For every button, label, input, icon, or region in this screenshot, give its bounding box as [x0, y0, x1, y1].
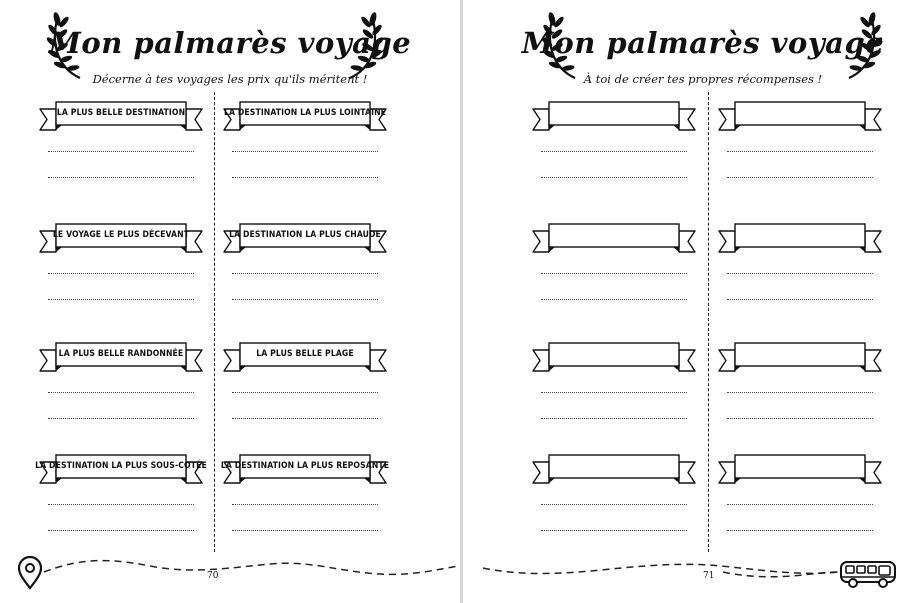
award-title: LA PLUS BELLE RANDONNÉE	[58, 349, 184, 359]
right-page: Mon palmarès voyage À toi de créer tes p…	[463, 0, 923, 603]
answer-line[interactable]	[232, 530, 378, 531]
award-banner	[223, 223, 387, 253]
page-title: Mon palmarès voyage	[521, 26, 885, 60]
page-subtitle: Décerne à tes voyages les prix qu'ils mé…	[92, 72, 368, 86]
answer-line[interactable]	[727, 299, 873, 300]
award-block	[531, 222, 697, 322]
answer-line[interactable]	[727, 504, 873, 505]
award-title: LA DESTINATION LA PLUS CHAUDE	[229, 230, 381, 240]
award-title	[549, 102, 679, 125]
dashed-path	[43, 559, 459, 576]
award-title	[735, 102, 865, 125]
award-banner	[39, 342, 203, 372]
answer-line[interactable]	[48, 299, 194, 300]
award-banner	[39, 454, 203, 484]
award-banner	[718, 223, 882, 253]
award-title	[735, 455, 865, 478]
bus-icon	[840, 561, 896, 588]
map-pin-icon	[17, 556, 43, 590]
answer-line[interactable]	[232, 177, 378, 178]
award-banner	[718, 342, 882, 372]
book-gutter	[460, 0, 463, 603]
award-title	[549, 343, 679, 366]
answer-line[interactable]	[727, 177, 873, 178]
award-title: LA PLUS BELLE PLAGE	[256, 349, 354, 359]
award-block: LA DESTINATION LA PLUS CHAUDE	[222, 222, 388, 322]
award-banner	[223, 342, 387, 372]
answer-line[interactable]	[541, 392, 687, 393]
page-number: 71	[703, 571, 715, 581]
award-title: LA DESTINATION LA PLUS SOUS-COTÉE	[35, 461, 207, 471]
dashed-path-end	[722, 571, 840, 578]
answer-line[interactable]	[727, 392, 873, 393]
answer-line[interactable]	[727, 273, 873, 274]
answer-line[interactable]	[727, 151, 873, 152]
award-banner	[223, 101, 387, 131]
answer-line[interactable]	[48, 151, 194, 152]
answer-line[interactable]	[232, 299, 378, 300]
answer-line[interactable]	[541, 530, 687, 531]
award-banner	[532, 342, 696, 372]
answer-line[interactable]	[232, 418, 378, 419]
award-title	[735, 343, 865, 366]
award-banner	[718, 101, 882, 131]
award-block	[717, 341, 883, 441]
award-block	[531, 341, 697, 441]
award-banner	[223, 454, 387, 484]
answer-line[interactable]	[48, 530, 194, 531]
award-banner	[532, 101, 696, 131]
award-block	[717, 222, 883, 322]
laurel-right-icon	[349, 12, 384, 80]
answer-line[interactable]	[541, 151, 687, 152]
award-banner	[39, 101, 203, 131]
answer-line[interactable]	[727, 530, 873, 531]
page-title: Mon palmarès voyage	[48, 26, 412, 60]
answer-line[interactable]	[48, 504, 194, 505]
answer-line[interactable]	[232, 504, 378, 505]
award-block: LA PLUS BELLE DESTINATION	[38, 100, 204, 200]
award-banner	[39, 223, 203, 253]
answer-line[interactable]	[541, 299, 687, 300]
award-block: LE VOYAGE LE PLUS DÉCEVANT	[38, 222, 204, 322]
award-title	[549, 224, 679, 247]
column-divider	[214, 92, 215, 552]
answer-line[interactable]	[48, 273, 194, 274]
answer-line[interactable]	[48, 418, 194, 419]
award-title	[549, 455, 679, 478]
award-title: LA PLUS BELLE DESTINATION	[56, 108, 186, 118]
column-divider	[708, 92, 709, 552]
answer-line[interactable]	[48, 177, 194, 178]
answer-line[interactable]	[541, 273, 687, 274]
answer-line[interactable]	[232, 151, 378, 152]
award-block: LA PLUS BELLE RANDONNÉE	[38, 341, 204, 441]
answer-line[interactable]	[232, 392, 378, 393]
award-block	[717, 453, 883, 553]
answer-line[interactable]	[541, 177, 687, 178]
left-page: Mon palmarès voyage Décerne à tes voyage…	[0, 0, 460, 603]
page-subtitle: À toi de créer tes propres récompenses !	[583, 72, 823, 86]
award-banner	[532, 223, 696, 253]
award-block: LA PLUS BELLE PLAGE	[222, 341, 388, 441]
award-block: LA DESTINATION LA PLUS REPOSANTE	[220, 453, 390, 553]
answer-line[interactable]	[727, 418, 873, 419]
award-block: LA DESTINATION LA PLUS SOUS-COTÉE	[35, 453, 207, 553]
laurel-left-icon	[46, 12, 81, 80]
answer-line[interactable]	[48, 392, 194, 393]
award-title: LE VOYAGE LE PLUS DÉCEVANT	[52, 230, 190, 240]
award-title: LA DESTINATION LA PLUS LOINTAINE	[223, 108, 387, 118]
award-block	[531, 453, 697, 553]
answer-line[interactable]	[541, 418, 687, 419]
award-title	[735, 224, 865, 247]
award-block	[717, 100, 883, 200]
award-banner	[718, 454, 882, 484]
answer-line[interactable]	[541, 504, 687, 505]
award-banner	[532, 454, 696, 484]
laurel-right-icon	[848, 12, 883, 80]
laurel-left-icon	[541, 12, 576, 80]
award-title: LA DESTINATION LA PLUS REPOSANTE	[220, 461, 390, 471]
award-block: LA DESTINATION LA PLUS LOINTAINE	[222, 100, 388, 200]
answer-line[interactable]	[232, 273, 378, 274]
award-block	[531, 100, 697, 200]
page-number: 70	[207, 571, 219, 581]
